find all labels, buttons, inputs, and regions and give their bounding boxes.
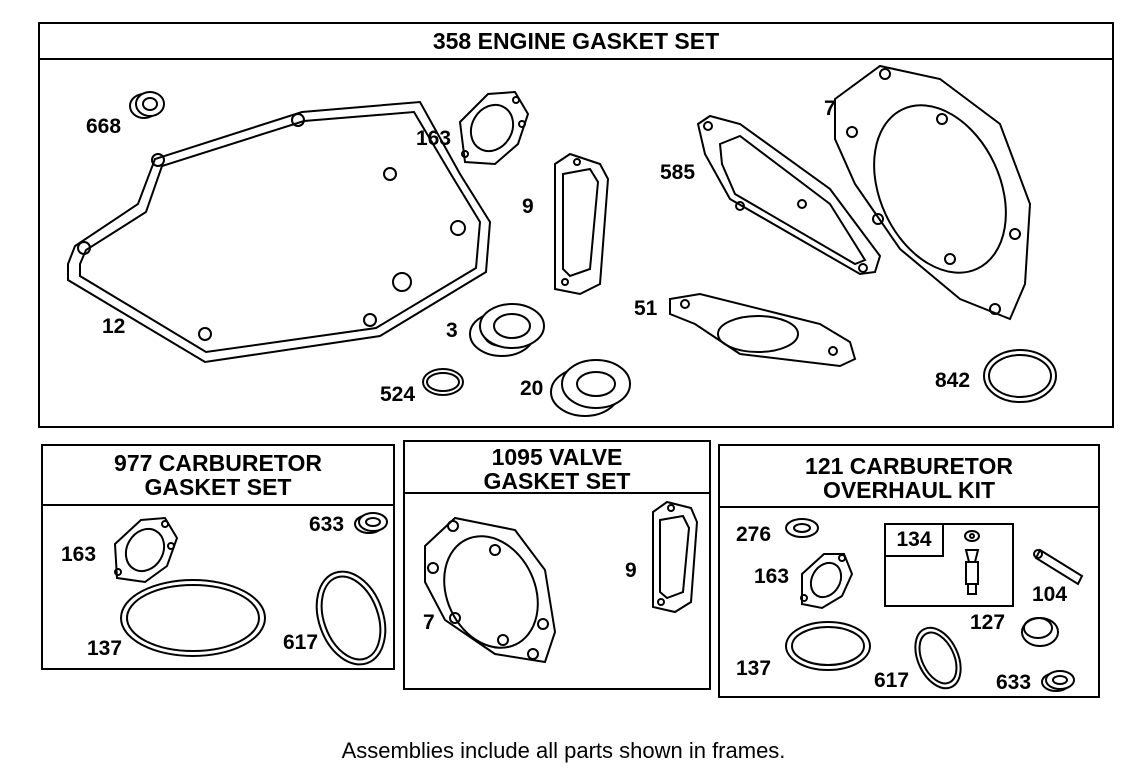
label-137: 137 <box>87 637 123 660</box>
carburetor-overhaul-kit-title: 121 CARBURETOR OVERHAUL KIT <box>720 446 1098 508</box>
footer-note: Assemblies include all parts shown in fr… <box>341 738 786 763</box>
part-12-crankcase-gasket <box>68 102 490 362</box>
label-163: 163 <box>754 565 790 588</box>
label-163: 163 <box>61 543 97 566</box>
label-9: 9 <box>625 559 637 582</box>
part-134-needle-valve <box>965 531 979 594</box>
valve-gasket-set-title: 1095 VALVE GASKET SET <box>405 442 709 494</box>
part-163-gasket <box>801 554 852 608</box>
label-127: 127 <box>970 611 1006 634</box>
valve-gasket-drawings <box>405 442 713 692</box>
label-163: 163 <box>416 127 452 150</box>
label-7: 7 <box>824 97 836 120</box>
part-633-seal <box>355 513 387 533</box>
part-127-plug <box>1022 618 1058 646</box>
carburetor-gasket-drawings <box>43 446 397 672</box>
part-524-ring <box>423 369 463 395</box>
part-842-ring <box>984 350 1056 402</box>
label-7: 7 <box>423 611 435 634</box>
part-617-gasket-ring <box>305 562 398 674</box>
part-104-pin <box>1034 550 1082 584</box>
label-668: 668 <box>86 115 122 138</box>
part-668-seal <box>130 92 164 118</box>
part-633-seal <box>1042 671 1074 691</box>
label-633: 633 <box>996 671 1032 694</box>
label-137: 137 <box>736 657 772 680</box>
label-276: 276 <box>736 523 772 546</box>
part-276-seal <box>786 519 818 537</box>
label-20: 20 <box>520 377 544 400</box>
engine-gasket-drawings <box>40 24 1116 430</box>
label-633: 633 <box>309 513 345 536</box>
label-842: 842 <box>935 369 971 392</box>
overhaul-kit-drawings <box>720 446 1102 700</box>
part-163-gasket <box>115 518 177 582</box>
carburetor-gasket-set-title: 977 CARBURETOR GASKET SET <box>43 446 393 506</box>
label-617: 617 <box>283 631 319 654</box>
part-51-exhaust-gasket <box>670 294 855 366</box>
label-524: 524 <box>380 383 416 406</box>
part-137-gasket-ring <box>121 580 265 656</box>
subassembly-134-label: 134 <box>886 525 944 557</box>
label-617: 617 <box>874 669 910 692</box>
engine-gasket-set-frame: 358 ENGINE GASKET SET <box>38 22 1114 428</box>
engine-gasket-set-title: 358 ENGINE GASKET SET <box>40 24 1112 60</box>
label-12: 12 <box>102 315 126 338</box>
valve-gasket-set-frame: 1095 VALVE GASKET SET 9 7 <box>403 440 711 690</box>
part-617-gasket-ring <box>906 621 969 696</box>
part-3-oil-seal <box>470 304 544 356</box>
carburetor-overhaul-kit-frame: 121 CARBURETOR OVERHAUL KIT 134 <box>718 444 1100 698</box>
label-9: 9 <box>522 195 534 218</box>
label-104: 104 <box>1032 583 1068 606</box>
part-585-gasket <box>698 116 880 274</box>
label-51: 51 <box>634 297 658 320</box>
part-9-gasket <box>653 502 697 612</box>
label-3: 3 <box>446 319 458 342</box>
label-585: 585 <box>660 161 696 184</box>
part-7-head-gasket <box>425 518 555 663</box>
part-137-gasket-ring <box>786 622 870 670</box>
carburetor-gasket-set-frame: 977 CARBURETOR GASKET SET 633 163 137 61… <box>41 444 395 670</box>
part-9-gasket <box>555 154 608 294</box>
part-7-head-gasket <box>835 66 1032 319</box>
part-163-gasket <box>460 92 528 164</box>
subassembly-134-box: 134 <box>884 523 1014 607</box>
part-20-oil-seal <box>551 360 630 416</box>
